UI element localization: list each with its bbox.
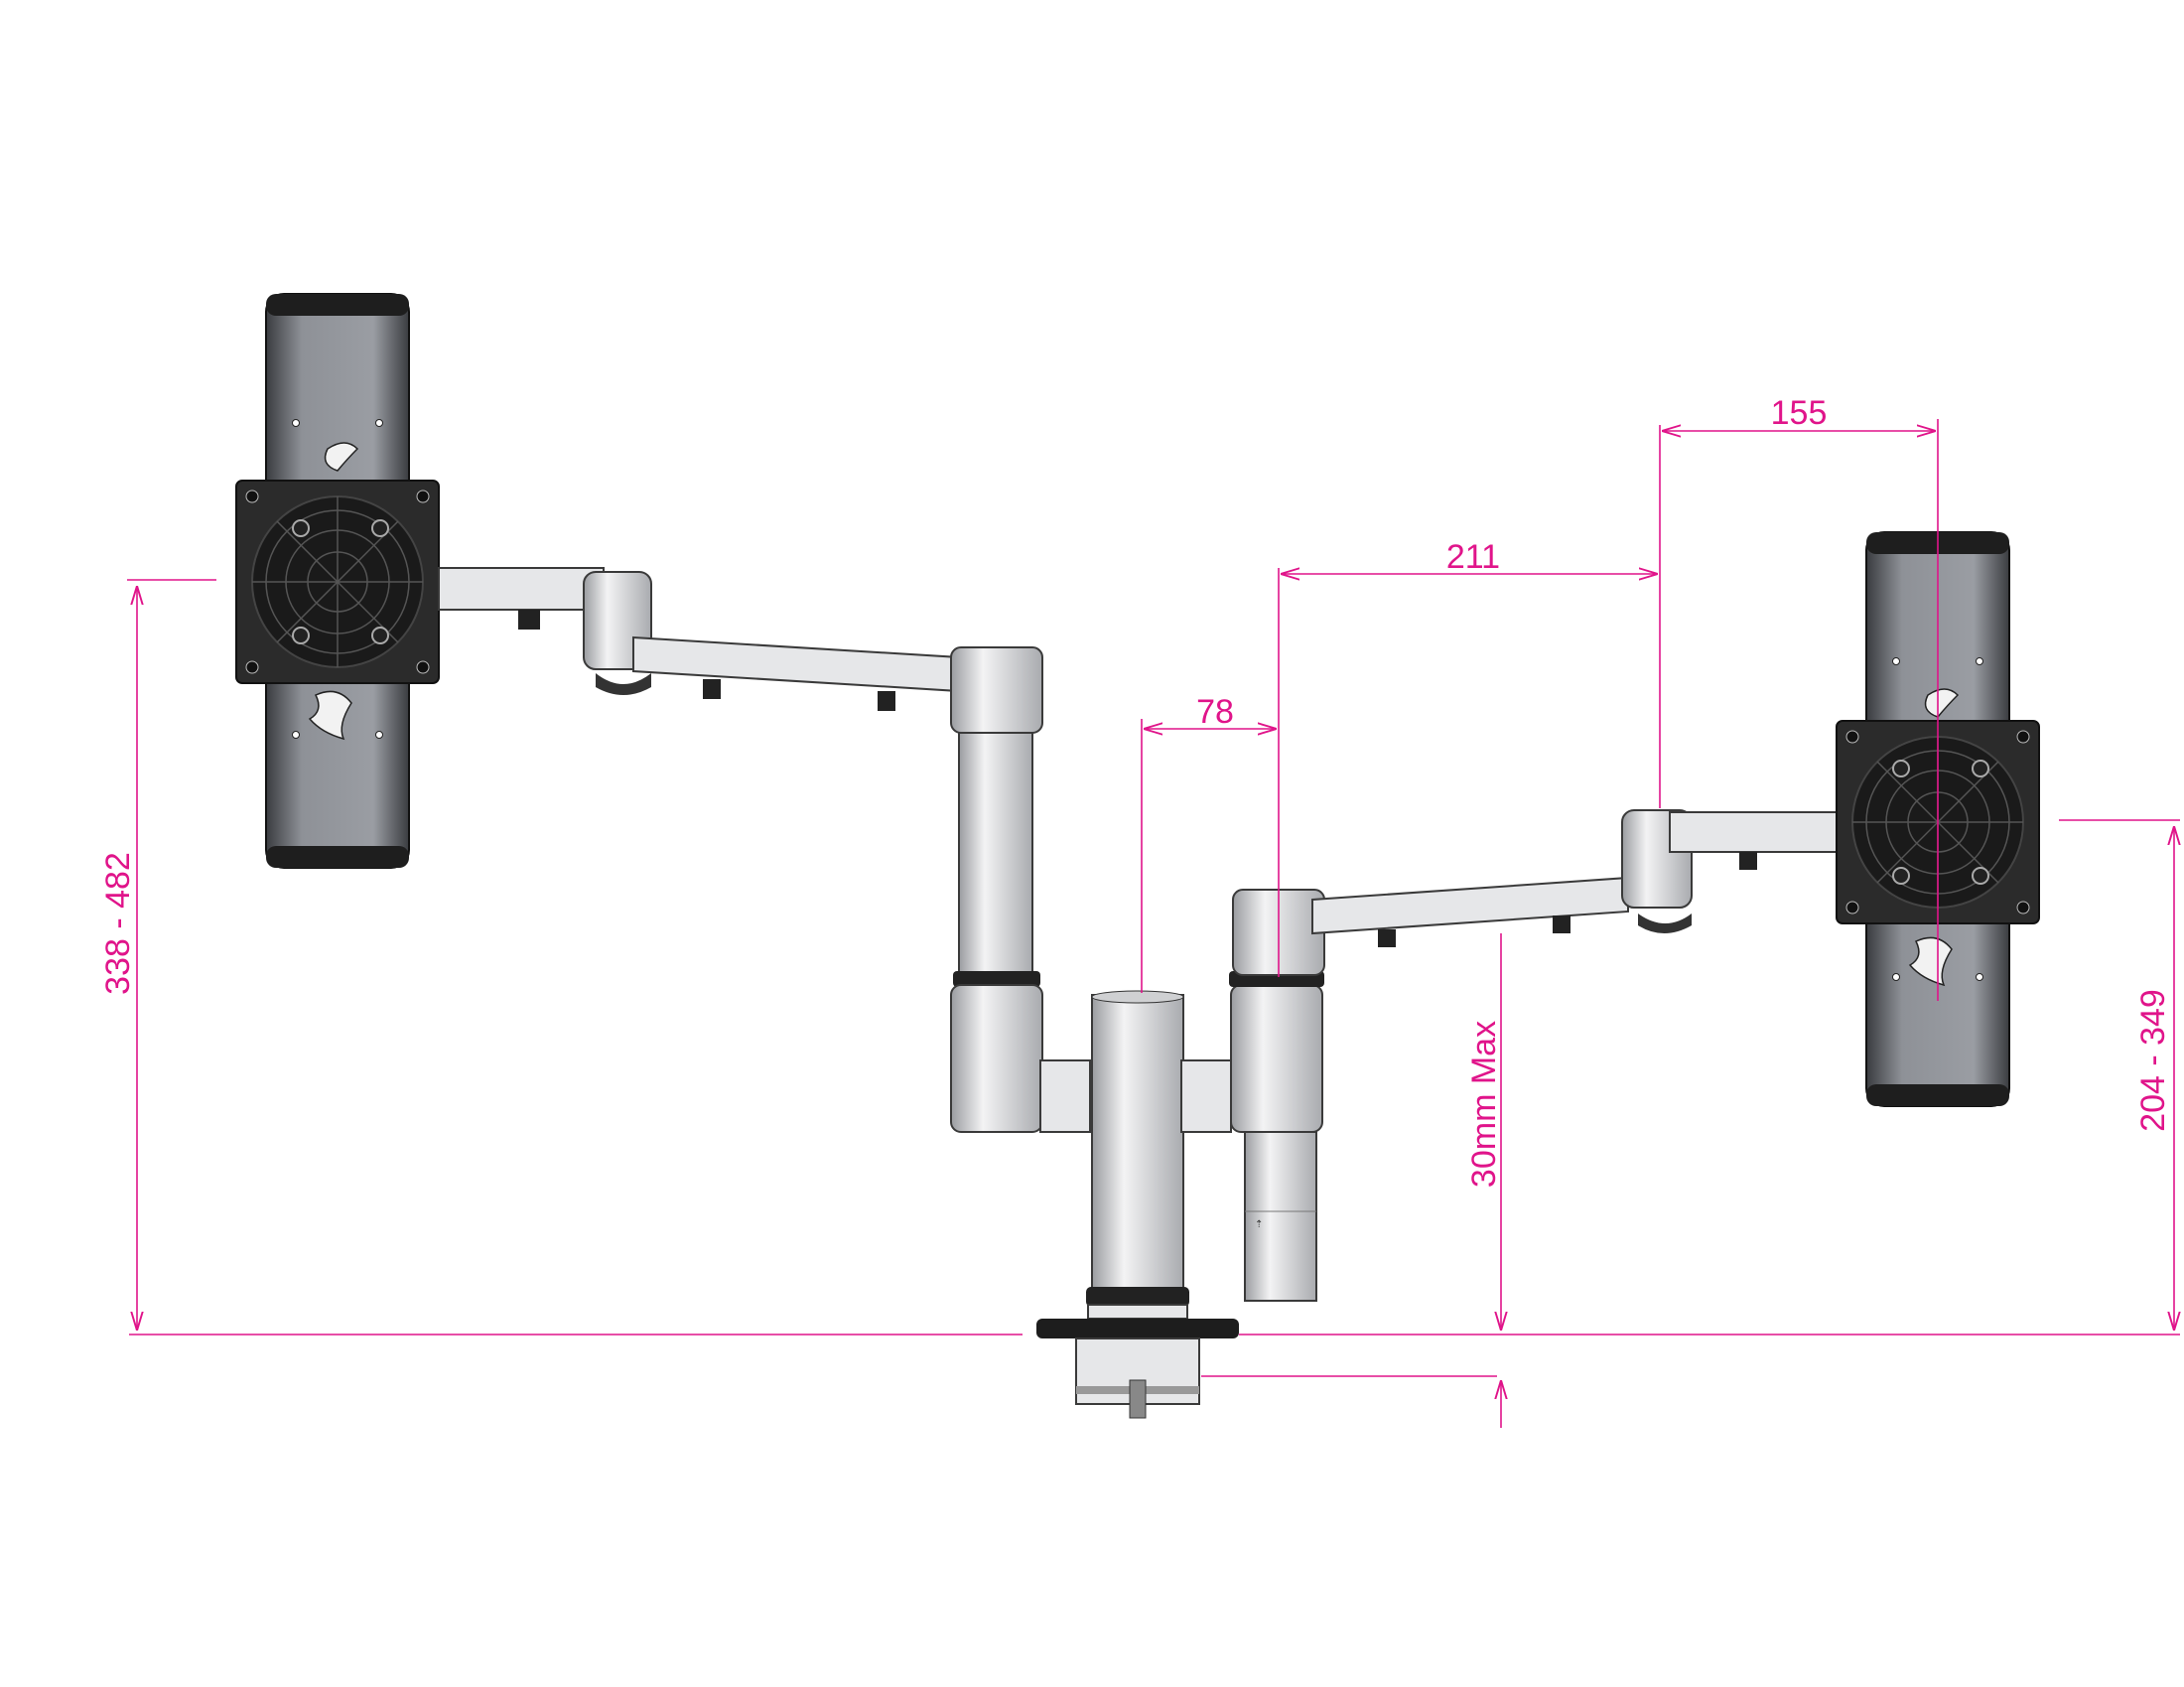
svg-text:⇡: ⇡ [1255, 1219, 1263, 1230]
dim-label-78: 78 [1196, 693, 1234, 731]
dim-label-desk-thickness: 30mm Max [1465, 1021, 1503, 1188]
right-arm: ⇡ [1180, 809, 1840, 1302]
dimension-lines [127, 419, 2180, 1428]
left-arm [438, 567, 1091, 1133]
center-post [1036, 990, 1239, 1419]
dim-label-left-height: 338 - 482 [99, 852, 137, 995]
dim-label-right-height: 204 - 349 [2134, 989, 2172, 1132]
left-monitor-mount [235, 293, 440, 869]
left-arm-head [950, 646, 1043, 734]
left-arm-upright [958, 732, 1033, 976]
dim-label-155: 155 [1771, 394, 1828, 432]
dim-label-211: 211 [1446, 538, 1500, 576]
desk-clamp-base [1036, 1319, 1239, 1338]
